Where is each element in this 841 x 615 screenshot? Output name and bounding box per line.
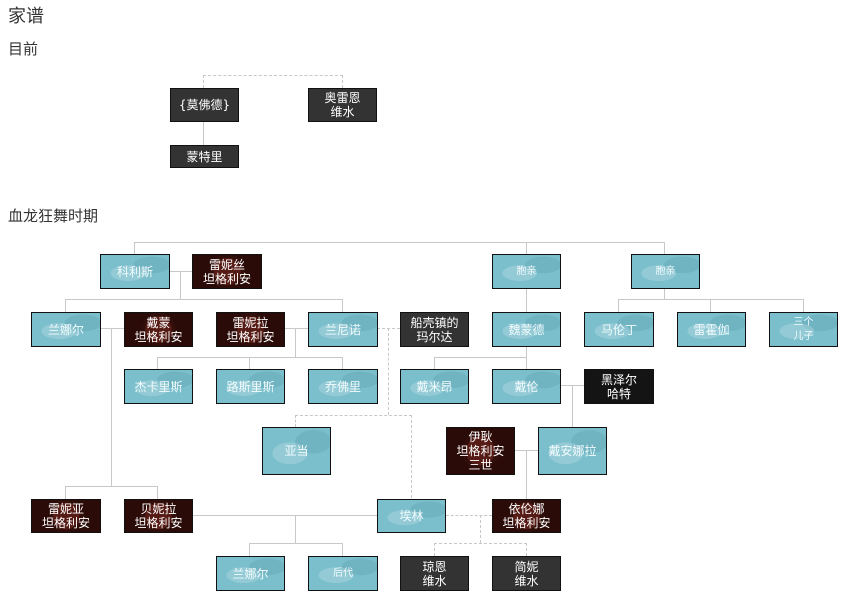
marriage-line (342, 75, 343, 88)
person-lanniruo[interactable]: 兰尼诺 (308, 312, 378, 347)
person-beinila[interactable]: 贝妮拉 坦格利安 (124, 499, 193, 533)
line (157, 357, 343, 358)
person-mengteli[interactable]: 蒙特里 (170, 145, 239, 168)
line (480, 515, 481, 543)
line (388, 328, 389, 415)
person-leinila[interactable]: 雷妮拉 坦格利安 (216, 312, 285, 347)
person-leiniya[interactable]: 雷妮亚 坦格利安 (31, 499, 101, 533)
descent-line (203, 121, 204, 145)
person-yigeng[interactable]: 伊耿 坦格利安 三世 (446, 427, 515, 475)
line (664, 288, 665, 299)
line (65, 299, 343, 300)
person-qiongen[interactable]: 琼恩 维水 (400, 556, 469, 591)
line (618, 299, 619, 312)
line (526, 288, 527, 312)
line (561, 385, 585, 386)
line (664, 242, 665, 254)
person-jianni[interactable]: 简妮 维水 (492, 556, 561, 591)
person-kelisi[interactable]: 科利斯 (100, 254, 170, 289)
line (342, 299, 343, 312)
line (249, 543, 250, 556)
person-lanna-2[interactable]: 兰娜尔 (216, 556, 285, 591)
line (249, 543, 343, 544)
person-jiekalisi[interactable]: 杰卡里斯 (124, 369, 193, 404)
person-three-sons[interactable]: 三个 儿子 (769, 312, 838, 347)
person-qiaofoli[interactable]: 乔佛里 (308, 369, 378, 404)
person-marda[interactable]: 船壳镇的 玛尔达 (400, 312, 469, 347)
line (295, 328, 296, 357)
line (526, 346, 527, 357)
line (295, 415, 412, 416)
person-lanna[interactable]: 兰娜尔 (31, 312, 101, 347)
line (572, 385, 573, 427)
line (249, 357, 250, 369)
line (618, 299, 804, 300)
person-daiannala[interactable]: 戴安娜拉 (538, 427, 607, 475)
person-dailun[interactable]: 戴伦 (492, 369, 561, 404)
line (169, 271, 193, 272)
marriage-line (203, 75, 204, 88)
sibling-line (134, 242, 665, 243)
person-leinisi[interactable]: 雷妮丝 坦格利安 (192, 254, 262, 289)
line (111, 328, 112, 486)
line (515, 450, 539, 451)
line (342, 357, 343, 369)
person-aoleien[interactable]: 奥雷恩 维水 (308, 88, 377, 122)
line (285, 328, 309, 329)
line (295, 515, 296, 543)
page-title: 家谱 (8, 6, 44, 27)
line (526, 242, 527, 254)
line (157, 357, 158, 369)
section-heading-dance: 血龙狂舞时期 (8, 207, 99, 225)
line (434, 543, 527, 544)
line (65, 299, 66, 312)
line (192, 515, 378, 516)
line (710, 299, 711, 312)
line (526, 450, 527, 499)
line (434, 543, 435, 556)
line (434, 357, 527, 358)
line (526, 357, 527, 369)
line (134, 242, 135, 254)
line (411, 415, 412, 498)
person-lusilisi[interactable]: 路斯里斯 (216, 369, 285, 404)
person-houdai[interactable]: 后代 (308, 556, 378, 591)
person-daimeng[interactable]: 戴蒙 坦格利安 (124, 312, 193, 347)
person-malunding[interactable]: 马伦丁 (584, 312, 654, 347)
person-ailin[interactable]: 埃林 (377, 499, 446, 533)
line (100, 328, 124, 329)
line (65, 486, 66, 499)
person-yilunna[interactable]: 依伦娜 坦格利安 (492, 499, 561, 533)
section-heading-current: 目前 (8, 40, 39, 58)
line (803, 299, 804, 312)
person-baoqin-1[interactable]: 胞亲 (492, 254, 561, 289)
marriage-line (203, 75, 343, 76)
person-leihuojia[interactable]: 雷霍伽 (677, 312, 746, 347)
person-heizeer[interactable]: 黑泽尔 哈特 (584, 369, 654, 404)
person-yadang[interactable]: 亚当 (262, 427, 331, 475)
line (526, 543, 527, 556)
line (342, 543, 343, 556)
person-daimiang[interactable]: 戴米昂 (400, 369, 469, 404)
line (180, 271, 181, 299)
line (157, 486, 158, 499)
line (446, 515, 492, 516)
person-mofude[interactable]: {莫佛德} (170, 88, 239, 122)
line (65, 486, 158, 487)
person-baoqin-2[interactable]: 胞亲 (631, 254, 700, 289)
line (295, 415, 296, 427)
person-weimengde[interactable]: 魏蒙德 (492, 312, 561, 347)
line (434, 357, 435, 369)
